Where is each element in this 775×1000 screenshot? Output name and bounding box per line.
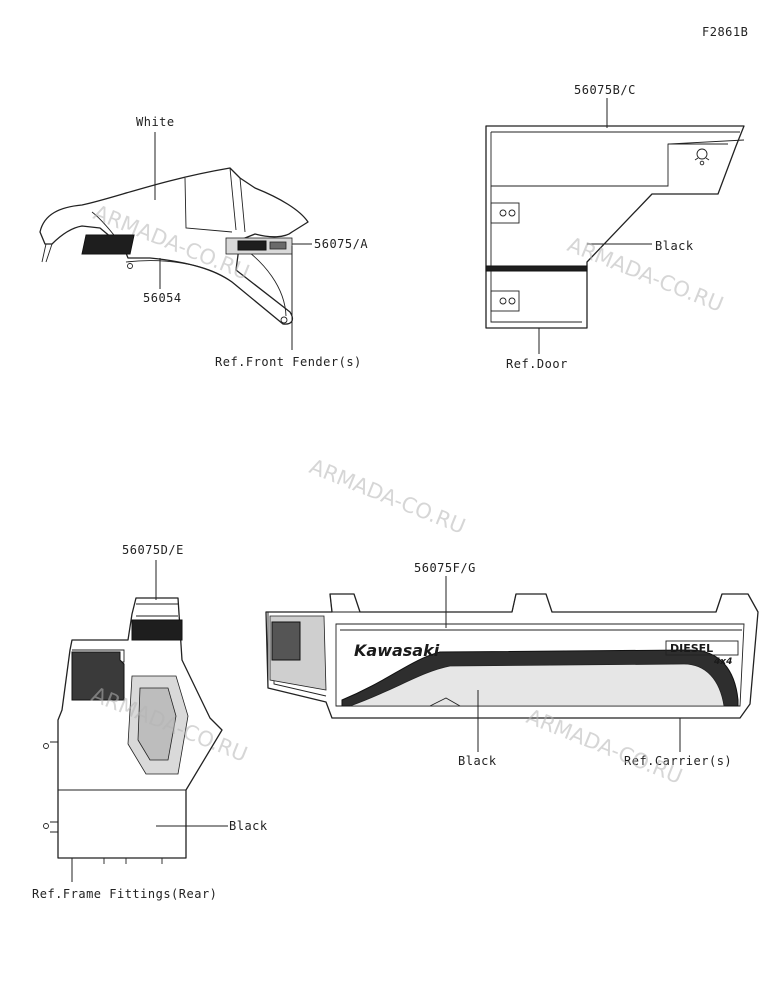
label-white: White	[136, 115, 175, 129]
mule-decal: MULE	[81, 234, 178, 255]
label-56075de: 56075D/E	[122, 543, 184, 557]
fender-decal-56075a	[225, 237, 293, 255]
four-by-four-text: 4x4	[713, 657, 732, 667]
label-56075bc: 56075B/C	[574, 83, 636, 97]
watermark-2: ARMADA-CO.RU	[564, 232, 727, 316]
door-assembly	[485, 98, 745, 354]
label-ref-frame-fittings: Ref.Frame Fittings(Rear)	[32, 887, 217, 901]
mule-decal-text: MULE	[143, 238, 178, 251]
label-56054: 56054	[143, 291, 182, 305]
carrier-assembly: Kawasaki DIESEL 4x4	[265, 576, 759, 752]
label-ref-carrier: Ref.Carrier(s)	[624, 754, 732, 768]
door-handle-icon	[694, 148, 710, 166]
front-fender-assembly: MULE	[39, 132, 312, 350]
label-56075a: 56075/A	[314, 237, 368, 251]
kawasaki-logo-text: Kawasaki	[354, 641, 440, 660]
label-ref-door: Ref.Door	[506, 357, 568, 371]
label-ref-front-fender: Ref.Front Fender(s)	[215, 355, 362, 369]
label-black-door: Black	[655, 239, 694, 253]
diesel-badge-text: DIESEL	[670, 642, 713, 655]
watermark-3: ARMADA-CO.RU	[306, 454, 469, 538]
figure-code: F2861B	[702, 25, 748, 39]
label-black-frame: Black	[229, 819, 268, 833]
label-56075fg: 56075F/G	[414, 561, 476, 575]
label-black-carrier: Black	[458, 754, 497, 768]
frame-fittings-assembly	[43, 560, 228, 882]
